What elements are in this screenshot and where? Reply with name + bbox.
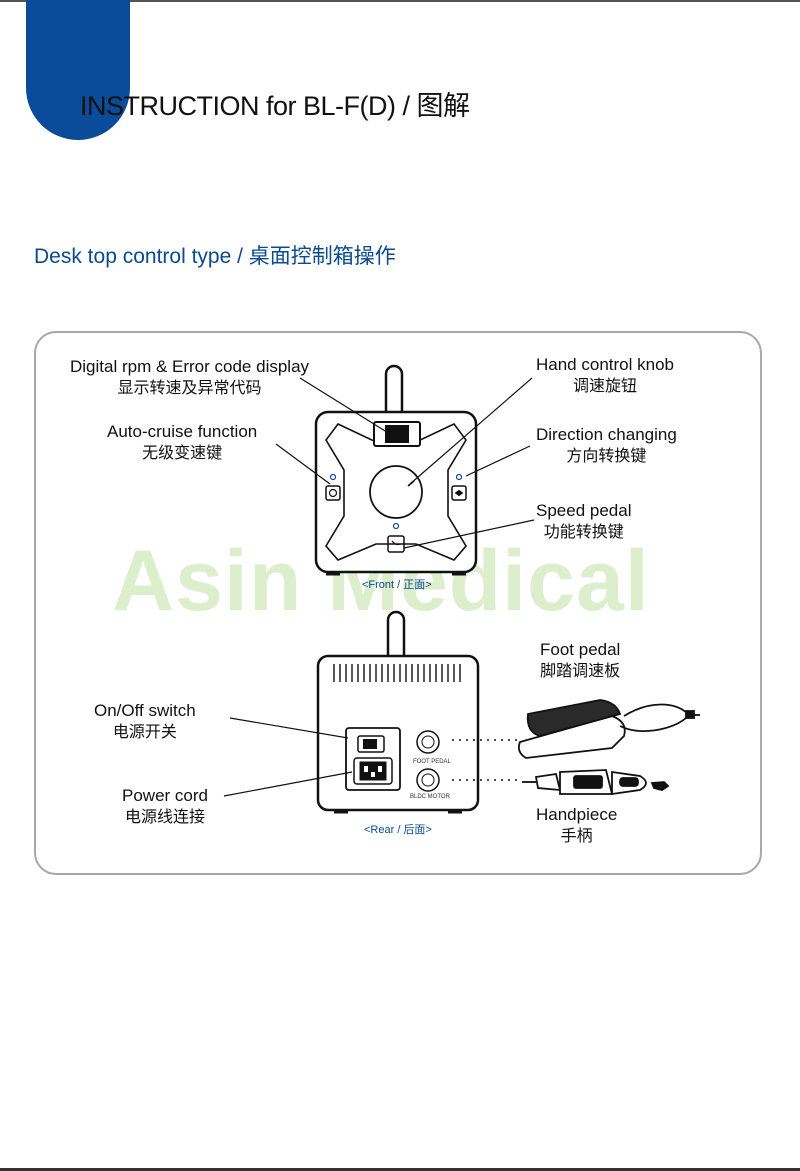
header-accent-shape	[26, 0, 130, 140]
foot-pedal-drawing	[517, 699, 700, 759]
port-label-bldc-motor: BLDC MOTOR	[410, 794, 451, 800]
port-label-foot-pedal: FOOT PEDAL	[413, 759, 452, 765]
handpiece-drawing	[522, 769, 670, 796]
caption-rear: <Rear / 后面>	[364, 824, 432, 836]
connection-dots	[452, 739, 520, 781]
section-title: Desk top control type / 桌面控制箱操作	[34, 245, 396, 268]
diagram-panel	[34, 331, 762, 875]
caption-front: <Front / 正面>	[362, 579, 432, 591]
label-power-cord: Power cord 电源线连接	[122, 786, 208, 826]
page-title: INSTRUCTION for BL-F(D) / 图解	[80, 91, 470, 121]
front-leader-lines	[275, 377, 535, 549]
label-direction: Direction changing 方向转换键	[536, 425, 677, 465]
label-display: Digital rpm & Error code display 显示转速及异常…	[70, 357, 310, 397]
label-onoff-switch: On/Off switch 电源开关	[94, 701, 196, 741]
label-speed-pedal: Speed pedal 功能转换键	[536, 501, 632, 541]
bottom-rule	[0, 1168, 800, 1171]
rear-leader-lines	[223, 717, 353, 797]
front-unit	[314, 364, 478, 576]
rear-unit	[316, 610, 480, 814]
top-rule	[0, 0, 800, 2]
label-knob: Hand control knob 调速旋钮	[536, 355, 674, 395]
label-handpiece: Handpiece 手柄	[536, 805, 618, 845]
label-foot-pedal: Foot pedal 脚踏调速板	[540, 640, 621, 680]
label-auto-cruise: Auto-cruise function 无级变速键	[107, 422, 258, 462]
